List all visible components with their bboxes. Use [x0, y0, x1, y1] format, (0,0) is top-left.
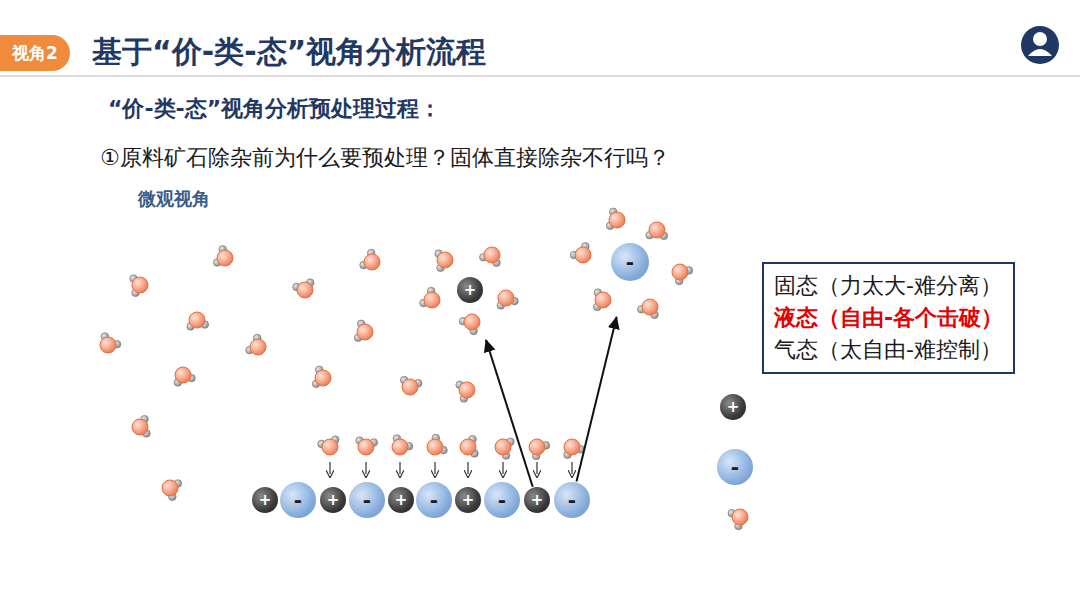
subtitle: “价-类-态”视角分析预处理过程：: [108, 94, 441, 124]
cation: +: [388, 487, 414, 513]
hydrated-ion: -: [575, 207, 685, 317]
dissolution-arrow: [577, 317, 617, 482]
user-icon: [1021, 26, 1059, 64]
node-text: -: [363, 490, 371, 510]
node-text: -: [568, 490, 576, 510]
node-text: -: [294, 490, 302, 510]
hydrated-ion: +: [420, 240, 520, 340]
node-text: +: [727, 400, 740, 415]
node-text: 视角2: [12, 42, 58, 65]
node-text: -: [498, 490, 506, 510]
node-text: 液态（自由-各个击破）: [774, 302, 1003, 334]
dissolution-arrow: [486, 340, 533, 487]
node-text: -: [430, 490, 438, 510]
node-text: 固态（力太大-难分离）: [774, 270, 1003, 302]
section-label: 微观视角: [138, 187, 210, 211]
node-text: +: [531, 493, 544, 508]
anion: -: [349, 482, 385, 518]
node-text: -: [611, 243, 649, 281]
water-molecules: [100, 208, 748, 530]
node-text: +: [462, 493, 475, 508]
cation: +: [524, 487, 550, 513]
slide-title: 基于“价-类-态”视角分析流程: [92, 32, 486, 73]
node-text: +: [259, 493, 272, 508]
anion: -: [554, 482, 590, 518]
cation: +: [320, 487, 346, 513]
cation: +: [252, 487, 278, 513]
anion: -: [717, 449, 753, 485]
node-text: +: [395, 493, 408, 508]
node-text: +: [457, 277, 483, 303]
section-badge: 视角2: [0, 35, 70, 71]
cation: +: [455, 487, 481, 513]
state-comparison-box: 固态（力太大-难分离）液态（自由-各个击破）气态（太自由-难控制）: [762, 262, 1015, 374]
node-text: -: [731, 457, 739, 477]
anion: -: [484, 482, 520, 518]
header-rule: [0, 75, 1080, 77]
anion: -: [280, 482, 316, 518]
question: ①原料矿石除杂前为什么要预处理？固体直接除杂不行吗？: [100, 143, 670, 173]
node-text: +: [327, 493, 340, 508]
anion: -: [416, 482, 452, 518]
cation: +: [720, 394, 746, 420]
node-text: 气态（太自由-难控制）: [774, 334, 1003, 366]
